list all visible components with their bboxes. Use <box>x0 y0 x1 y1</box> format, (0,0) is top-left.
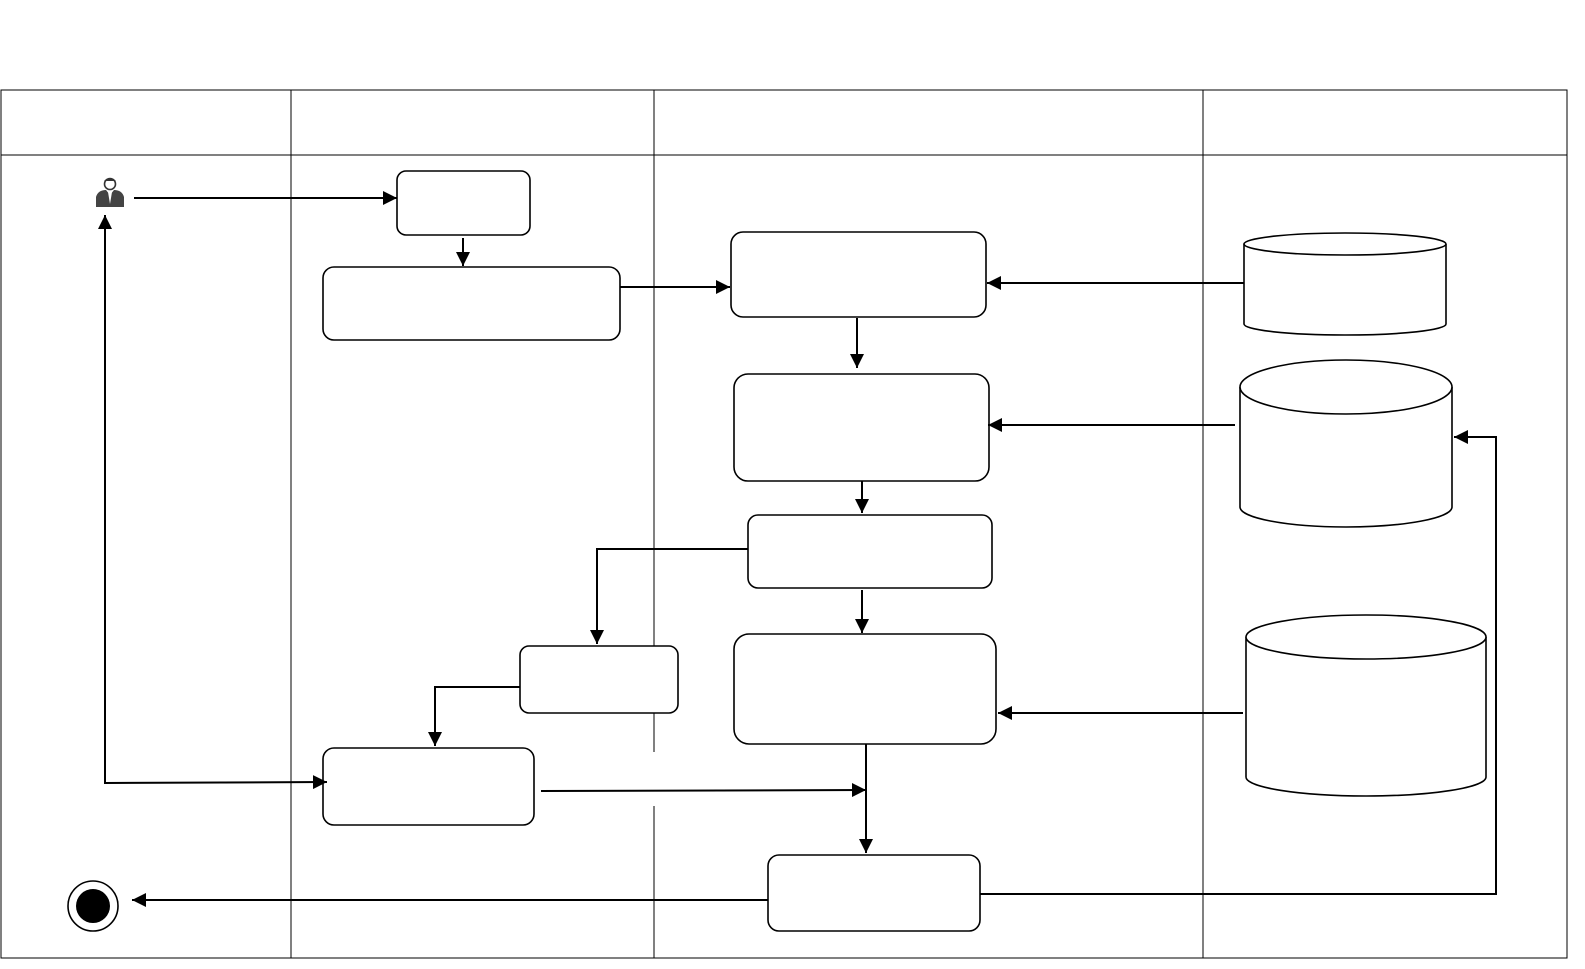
activity-node-f <box>519 645 679 714</box>
edge-i-to-db2 <box>980 430 1497 895</box>
activity-node-c <box>730 231 987 318</box>
database-2-icon <box>1239 359 1453 528</box>
edge-e-to-f <box>590 548 748 644</box>
activity-node-b <box>322 266 621 341</box>
activity-node-d <box>733 373 990 482</box>
activity-node-a <box>396 170 531 236</box>
database-3-icon <box>1245 614 1487 797</box>
activity-node-e <box>747 514 993 589</box>
edge-h-to-i-connector <box>540 783 867 798</box>
edge-f-to-h <box>428 686 520 746</box>
user-actor-icon <box>96 177 124 207</box>
database-1-icon <box>1243 232 1447 336</box>
end-node-icon <box>67 880 119 932</box>
activity-node-i <box>767 854 981 932</box>
edges <box>98 191 1497 907</box>
activity-node-h <box>322 747 535 826</box>
swimlane-frame <box>0 89 1568 959</box>
activity-node-g <box>733 633 997 745</box>
edge-h-to-actor <box>98 215 328 790</box>
